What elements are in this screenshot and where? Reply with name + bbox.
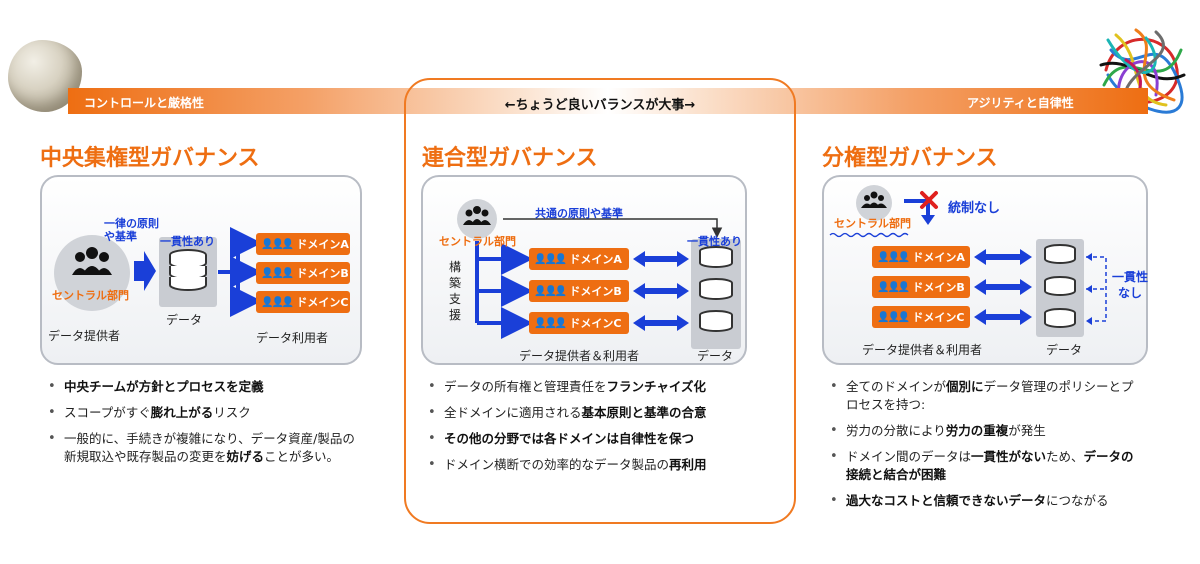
distributed-diagram-panel: セントラル部門 統制なし 一貫性 なし 👤👤👤ドメインA 👤👤👤ドメインB 👤👤… [822, 175, 1148, 365]
central-domain-c: 👤👤👤ドメインC [256, 291, 350, 313]
distributed-central-dept-label: セントラル部門 [834, 217, 911, 230]
central-bullet-1-segment: リスク [213, 405, 251, 420]
distributed-domain-b: 👤👤👤ドメインB [872, 276, 970, 298]
support-arrows [475, 241, 533, 339]
central-domain-b: 👤👤👤ドメインB [256, 262, 350, 284]
balance-label: ←ちょうど良いバランスが大事→ [504, 98, 696, 113]
federated-bullet-0-segment: データの所有権と管理責任を [444, 379, 607, 394]
central-domain-a: 👤👤👤ドメインA [256, 233, 350, 255]
principle-arrow [134, 251, 156, 291]
federated-bullet-1-segment: 全ドメインに適用される [444, 405, 582, 420]
central-provider-label: データ提供者 [48, 329, 121, 343]
federated-support-label: 構築支援 [449, 260, 462, 322]
x-icon [920, 191, 938, 209]
central-bullet-0: 中央チームが方針とプロセスを定義 [44, 378, 364, 396]
central-bullet-1-segment: 膨れ上がる [150, 405, 214, 420]
distributed-bullet-2: ドメイン間のデータは一貫性がないため、データの接続と結合が困難 [826, 448, 1146, 484]
federated-bullet-list: データの所有権と管理責任をフランチャイズ化全ドメインに適用される基本原則と基準の… [424, 378, 774, 482]
central-data-label: データ [166, 313, 203, 327]
central-dept-label: セントラル部門 [52, 289, 129, 302]
bidirectional-arrows [633, 251, 689, 331]
central-consistency-label: 一貫性あり [160, 235, 215, 248]
banner-left-label: コントロールと厳格性 [84, 96, 205, 110]
distributed-bullet-1-segment: 労力の分散により [846, 423, 946, 438]
distributed-domain-c: 👤👤👤ドメインC [872, 306, 970, 328]
distributed-bullet-2-segment: ため、 [1046, 449, 1084, 464]
federated-bullet-2: その他の分野では各ドメインは自律性を保つ [424, 430, 774, 448]
distributed-bullet-1: 労力の分散により労力の重複が発生 [826, 422, 1146, 440]
distributed-bullet-0-segment: 個別に [946, 379, 984, 394]
federated-bullet-2-segment: その他の分野では各ドメインは自律性を保つ [444, 431, 695, 446]
federated-diagram-panel: 共通の原則や基準 セントラル部門 構築支援 一貫性あり 👤👤👤ドメインA 👤👤👤… [421, 175, 747, 365]
federated-bullet-0-segment: フランチャイズ化 [606, 379, 707, 394]
central-principle-line1: 一律の原則 [104, 217, 159, 230]
central-bullet-2-segment: 一般的に、手続きが複雑になり、データ資産/製品の新規取込や既存製品の変更を [64, 431, 355, 464]
federated-common-principle: 共通の原則や基準 [535, 207, 623, 220]
central-bullet-list: 中央チームが方針とプロセスを定義スコープがすぐ膨れ上がるリスク一般的に、手続きが… [44, 378, 364, 474]
distributed-bullet-0-segment: 全てのドメインが [846, 379, 947, 394]
distributed-bullet-0: 全てのドメインが個別にデータ管理のポリシーとプロセスを持つ: [826, 378, 1146, 414]
distributed-bullet-list: 全てのドメインが個別にデータ管理のポリシーとプロセスを持つ: 労力の分散により労力… [826, 378, 1146, 518]
federated-bullet-0: データの所有権と管理責任をフランチャイズ化 [424, 378, 774, 396]
database-icons [699, 246, 733, 332]
central-bullet-0-segment: 中央チームが方針とプロセスを定義 [64, 379, 264, 394]
central-diagram-panel: 一律の原則 や基準 一貫性あり セントラル部門 データ データ提供者 データ利用… [40, 175, 362, 365]
federated-bullet-1: 全ドメインに適用される基本原則と基準の合意 [424, 404, 774, 422]
wavy-underline [829, 232, 909, 238]
federated-data-label: データ [697, 349, 734, 363]
federated-bullet-3-segment: ドメイン横断での効率的なデータ製品の [444, 457, 670, 472]
distributed-bullet-0-segment: データ管理のポリシーとプロセスを持つ: [846, 379, 1134, 412]
distributed-data-label: データ [1046, 343, 1083, 357]
bidirectional-arrows [974, 249, 1032, 325]
spectrum-banner [68, 88, 1148, 114]
federated-domain-b: 👤👤👤ドメインB [529, 280, 629, 302]
federated-bullet-3-segment: 再利用 [669, 457, 707, 472]
distributed-no-control-label: 統制なし [948, 201, 1001, 216]
central-bullet-1: スコープがすぐ膨れ上がるリスク [44, 404, 364, 422]
federated-highlight-frame [404, 78, 796, 524]
banner-right-label: アジリティと自律性 [967, 96, 1074, 110]
distributed-no-consistency-2: なし [1118, 286, 1143, 300]
distributed-title: 分権型ガバナンス [822, 146, 998, 171]
central-principle-line2: や基準 [104, 230, 137, 243]
federated-central-dept-label: セントラル部門 [439, 235, 516, 248]
distributed-bullet-3-segment: につながる [1046, 493, 1109, 508]
distributed-provider-user-label: データ提供者＆利用者 [862, 343, 983, 357]
database-icon [169, 249, 207, 291]
tangled-cables-image [1099, 28, 1186, 114]
database-icons [1044, 244, 1076, 328]
central-user-label: データ利用者 [256, 331, 329, 345]
distributed-no-consistency-1: 一貫性 [1112, 270, 1149, 284]
distributed-bullet-3: 過大なコストと信頼できないデータにつながる [826, 492, 1146, 510]
people-icon [463, 206, 491, 225]
distributed-domain-a: 👤👤👤ドメインA [872, 246, 970, 268]
central-title: 中央集権型ガバナンス [40, 146, 260, 171]
distributed-bullet-3-segment: 過大なコストと信頼できないデータ [846, 493, 1047, 508]
distributed-bullet-1-segment: が発生 [1008, 423, 1046, 438]
common-principle-line [503, 218, 723, 238]
distributed-bullet-2-segment: データの接続と結合が困難 [846, 449, 1134, 482]
federated-bullet-1-segment: 基本原則と基準の合意 [581, 405, 707, 420]
fanout-arrows [218, 227, 262, 317]
central-bullet-2: 一般的に、手続きが複雑になり、データ資産/製品の新規取込や既存製品の変更を妨げる… [44, 430, 364, 466]
federated-bullet-3: ドメイン横断での効率的なデータ製品の再利用 [424, 456, 774, 474]
people-icon [861, 191, 887, 208]
distributed-bullet-1-segment: 労力の重複 [945, 423, 1009, 438]
distributed-bullet-2-segment: ドメイン間のデータは [846, 449, 972, 464]
distributed-bullet-2-segment: 一貫性がない [971, 449, 1047, 464]
federated-provider-user-label: データ提供者＆利用者 [519, 349, 640, 363]
federated-consistency-label: 一貫性あり [687, 235, 742, 248]
central-bullet-2-segment: 妨げる [226, 449, 265, 464]
federated-title: 連合型ガバナンス [422, 146, 598, 171]
central-bullet-2-segment: ことが多い。 [264, 449, 340, 464]
central-bullet-1-segment: スコープがすぐ [64, 405, 151, 420]
federated-domain-c: 👤👤👤ドメインC [529, 312, 629, 334]
federated-domain-a: 👤👤👤ドメインA [529, 248, 629, 270]
people-icon [72, 247, 112, 275]
